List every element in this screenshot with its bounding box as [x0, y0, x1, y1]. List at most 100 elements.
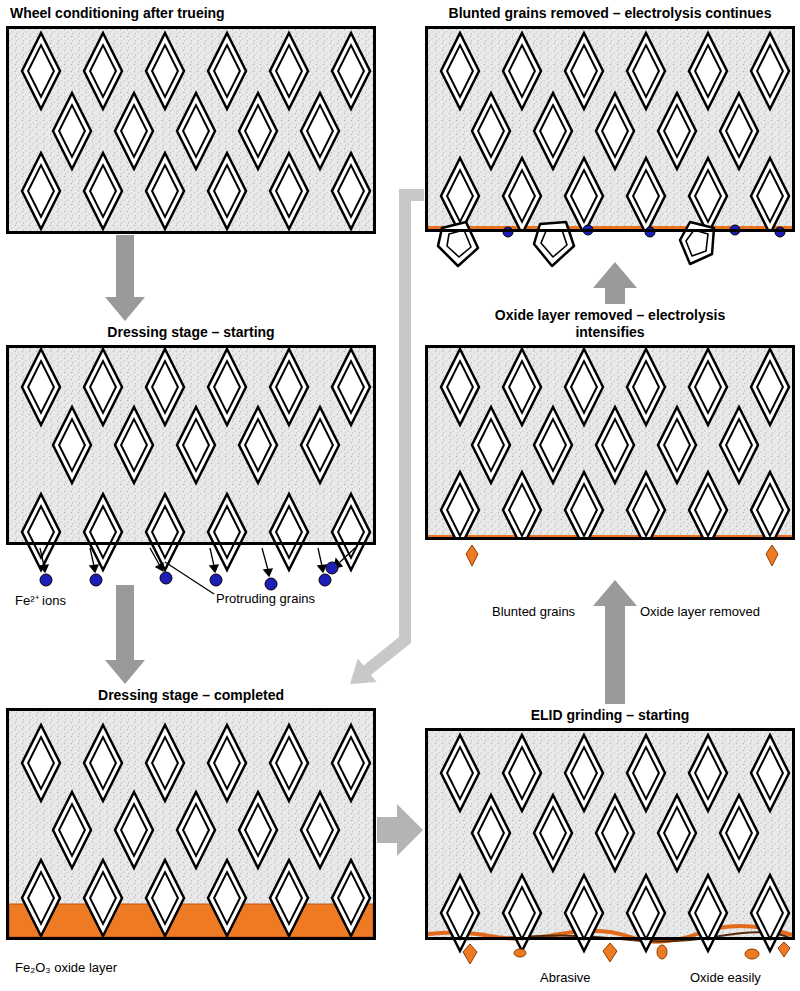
abrasive-grain [472, 795, 510, 871]
abrasive-grain-core [307, 419, 333, 471]
abrasive-grain-core [447, 45, 473, 97]
abrasive-grain-core [90, 361, 116, 413]
abrasive-grain [53, 792, 91, 868]
stage-heading: Wheel conditioning after trueing [6, 5, 376, 22]
abrasive-grain [270, 494, 308, 570]
abrasive-grain-core [28, 872, 54, 924]
abrasive-grain [177, 407, 215, 483]
abrasive-grain-core [338, 506, 364, 558]
process-arrow [377, 804, 423, 856]
abrasive-grain-core [757, 887, 783, 939]
stage-panel-group: Blunted grains removed – electrolysis co… [425, 5, 795, 232]
stage-panel-group: ELID grinding – starting [425, 707, 795, 940]
abrasive-grain [177, 93, 215, 169]
abrasive-grain [332, 153, 370, 229]
oxide-layer [9, 904, 373, 937]
abrasive-grain [503, 349, 541, 425]
abrasive-grain [22, 33, 60, 109]
annotation-label: Blunted grains [492, 604, 575, 619]
abrasive-grain-core [695, 747, 721, 799]
abrasive-grain-core [726, 807, 752, 859]
oxide-fragments [466, 545, 778, 566]
abrasive-grain [84, 860, 122, 936]
abrasive-grain [565, 349, 603, 425]
abrasive-grain-core [90, 45, 116, 97]
abrasive-grain [22, 860, 60, 936]
abrasive-grain-core [28, 165, 54, 217]
abrasive-grain [565, 158, 603, 229]
abrasive-grain [751, 349, 789, 425]
wheel-panel [425, 26, 795, 232]
stage-panel-group: Dressing stage – starting [6, 324, 376, 545]
abrasive-grain [208, 153, 246, 229]
abrasive-grain [84, 153, 122, 229]
arrow-head [397, 804, 423, 856]
abrasive-grain-core [602, 419, 628, 471]
abrasive-grain [332, 349, 370, 425]
abrasive-grain [720, 795, 758, 871]
abrasive-grain-core [509, 45, 535, 97]
abrasive-grain [84, 494, 122, 570]
abrasive-grain-core [121, 419, 147, 471]
stage-heading: Oxide layer removed – electrolysis inten… [460, 307, 760, 341]
abrasive-grain-core [307, 105, 333, 157]
abrasive-grain-core [540, 105, 566, 157]
bond-texture [6, 26, 795, 940]
grain-group [441, 349, 789, 537]
abrasive-grain [208, 349, 246, 425]
abrasive-grain [53, 93, 91, 169]
abrasive-grain-core [695, 45, 721, 97]
abrasive-grain-core [183, 804, 209, 856]
stage-heading: ELID grinding – starting [425, 707, 795, 724]
abrasive-grain-core [214, 872, 240, 924]
abrasive-grain [84, 33, 122, 109]
abrasive-grain [503, 33, 541, 109]
arrow-shaft [116, 585, 134, 661]
abrasive-grain [596, 795, 634, 871]
abrasive-grain-core [509, 747, 535, 799]
abrasive-grain-core [664, 105, 690, 157]
abrasive-grain-core [726, 419, 752, 471]
abrasive-grain [22, 494, 60, 570]
arrow-head [105, 297, 145, 321]
wheel-panel [6, 26, 376, 234]
abrasive-grain-core [633, 45, 659, 97]
abrasive-grain [565, 735, 603, 811]
abrasive-grain-core [571, 170, 597, 222]
abrasive-grain-core [571, 484, 597, 536]
abrasive-grain-core [152, 165, 178, 217]
abrasive-grain-core [276, 737, 302, 789]
abrasive-grain-core [602, 105, 628, 157]
abrasive-grain-core [447, 361, 473, 413]
abrasive-grain [596, 407, 634, 483]
abrasive-grain [239, 93, 277, 169]
wheel-panel [425, 345, 795, 540]
wheel-panel [6, 708, 376, 940]
abrasive-grain-core [152, 872, 178, 924]
abrasive-grain [503, 472, 541, 537]
abrasive-grain [534, 407, 572, 483]
abrasive-grain-core [633, 747, 659, 799]
arrow-head [350, 659, 377, 684]
abrasive-grain-core [447, 484, 473, 536]
abrasive-grain [301, 407, 339, 483]
abrasive-grain [146, 349, 184, 425]
stage-heading: Dressing stage – completed [6, 687, 376, 704]
annotation-label: Protruding grains [216, 591, 315, 606]
abrasive-grain [503, 158, 541, 229]
process-arrow [350, 195, 424, 684]
process-arrow [105, 585, 145, 684]
abrasive-grain-core [245, 419, 271, 471]
abrasive-grain-core [571, 747, 597, 799]
abrasive-grain [146, 860, 184, 936]
abrasive-grain [596, 93, 634, 169]
grain-group [22, 33, 370, 229]
annotation-label: Abrasive [540, 970, 591, 985]
annotation-label: Oxide easily [690, 970, 761, 985]
abrasive-grain [270, 153, 308, 229]
abrasive-grain-core [276, 45, 302, 97]
abrasive-grain [208, 860, 246, 936]
abrasive-grain-core [245, 105, 271, 157]
grain-group [22, 725, 370, 936]
abrasive-grain [627, 33, 665, 109]
